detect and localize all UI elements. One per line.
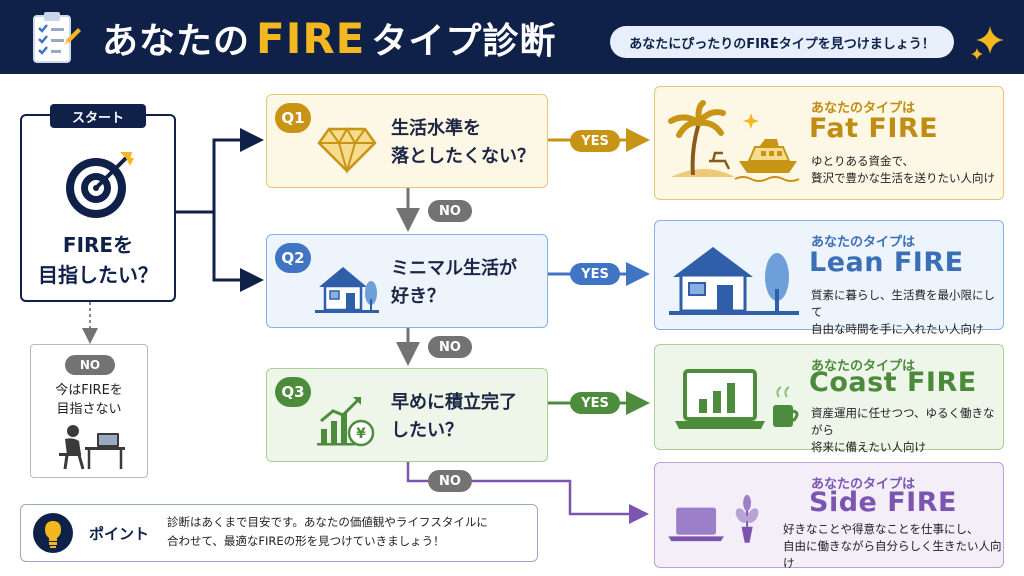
question-box-q2: Q2 ミニマル生活が 好き？ bbox=[266, 234, 548, 328]
connector-q3-no bbox=[406, 462, 649, 524]
result-desc-lean-fire: 質素に暮らし、生活費を最小限にして 自由な時間を手に入れたい人向け bbox=[811, 288, 995, 336]
result-box-lean-fire: あなたのタイプは Lean FIRE 質素に暮らし、生活費を最小限にして 自由な… bbox=[654, 220, 1004, 336]
title-highlight: FIRE bbox=[256, 14, 366, 63]
result-desc-side-fire: 好きなことや得意なことを仕事にし、 自由に働きながら自分らしく生きたい人向け bbox=[783, 522, 1002, 570]
laptop-plant-icon bbox=[668, 494, 759, 543]
point-label: ポイント bbox=[89, 525, 150, 543]
yes-pill-q2: YES bbox=[570, 263, 620, 285]
house-icon bbox=[315, 267, 379, 313]
target-arrow-icon bbox=[66, 152, 134, 218]
question-text-q2: ミニマル生活が 好き？ bbox=[391, 258, 517, 307]
page-title: あなたの FIRE タイプ診断 bbox=[102, 12, 557, 63]
result-box-coast-fire: あなたのタイプは Coast FIRE 資産運用に任せつつ、ゆるく働きながら 将… bbox=[654, 344, 1004, 454]
question-box-q1: Q1 生活水準を 落としたくない？ bbox=[266, 94, 548, 188]
question-text-q1: 生活水準を 落としたくない？ bbox=[391, 118, 535, 167]
svg-text:¥: ¥ bbox=[356, 426, 366, 442]
growth-chart-yen-icon: ¥ bbox=[317, 397, 375, 447]
checklist-clipboard-icon bbox=[33, 12, 81, 63]
result-name-fat-fire: Fat FIRE bbox=[809, 113, 939, 144]
result-name-coast-fire: Coast FIRE bbox=[809, 367, 977, 398]
yes-pill-q1: YES bbox=[570, 130, 620, 152]
result-desc-fat-fire: ゆとりある資金で、 贅沢で豊かな生活を送りたい人向け bbox=[811, 154, 995, 185]
lightbulb-icon bbox=[33, 513, 73, 553]
person-at-desk-icon bbox=[59, 425, 125, 470]
laptop-chart-coffee-icon bbox=[675, 369, 799, 429]
connector-start-q1 bbox=[176, 128, 264, 214]
island-yacht-icon bbox=[668, 100, 800, 182]
result-box-side-fire: あなたのタイプは Side FIRE 好きなことや得意なことを仕事にし、 自由に… bbox=[654, 462, 1004, 570]
result-label-coast-fire: あなたのタイプは bbox=[811, 359, 916, 374]
header-bar: あなたの FIRE タイプ診断 あなたにぴったりのFIREタイプを見つけましょう… bbox=[0, 0, 1024, 74]
result-label-fat-fire: あなたのタイプは bbox=[811, 101, 916, 116]
no-pill-q3: NO bbox=[428, 470, 472, 492]
start-tag: スタート bbox=[50, 104, 146, 128]
result-desc-coast-fire: 資産運用に任せつつ、ゆるく働きながら 将来に備えたい人向け bbox=[811, 406, 995, 454]
start-question: FIREを 目指したい？ bbox=[38, 233, 158, 287]
diamond-icon bbox=[317, 126, 377, 175]
result-box-fat-fire: あなたのタイプは Fat FIRE ゆとりある資金で、 贅沢で豊かな生活を送りた… bbox=[654, 86, 1004, 200]
result-name-side-fire: Side FIRE bbox=[809, 487, 957, 518]
question-number-q3: Q3 bbox=[275, 377, 311, 407]
result-label-side-fire: あなたのタイプは bbox=[811, 477, 916, 492]
result-name-lean-fire: Lean FIRE bbox=[809, 247, 964, 278]
question-number-q1: Q1 bbox=[275, 103, 311, 133]
question-box-q3: Q3 ¥ 早めに積立完了 したい？ bbox=[266, 368, 548, 462]
connector-start-q2 bbox=[212, 212, 264, 292]
no-pill-q1: NO bbox=[428, 200, 472, 222]
title-suffix: タイプ診断 bbox=[371, 21, 557, 62]
title-prefix: あなたの bbox=[102, 21, 251, 62]
question-text-q3: 早めに積立完了 したい？ bbox=[391, 392, 517, 441]
question-number-q2: Q2 bbox=[275, 243, 311, 273]
subtitle-pill: あなたにぴったりのFIREタイプを見つけましょう！ bbox=[610, 26, 954, 58]
start-box: スタート FIREを 目指したい？ bbox=[20, 104, 176, 302]
no-pill-q2: NO bbox=[428, 336, 472, 358]
result-label-lean-fire: あなたのタイプは bbox=[811, 235, 916, 250]
sparkle-icon bbox=[971, 26, 1004, 60]
no-fire-text: 今はFIREを 目指さない bbox=[55, 383, 123, 417]
yes-pill-q3: YES bbox=[570, 392, 620, 414]
house-tree-icon bbox=[669, 247, 799, 315]
no-fire-box: NO 今はFIREを 目指さない bbox=[30, 344, 148, 478]
point-box: ポイント 診断はあくまで目安です。あなたの価値観やライフスタイルに 合わせて、最… bbox=[20, 504, 538, 562]
point-text: 診断はあくまで目安です。あなたの価値観やライフスタイルに 合わせて、最適なFIR… bbox=[167, 515, 488, 548]
no-pill-start: NO bbox=[65, 355, 115, 375]
